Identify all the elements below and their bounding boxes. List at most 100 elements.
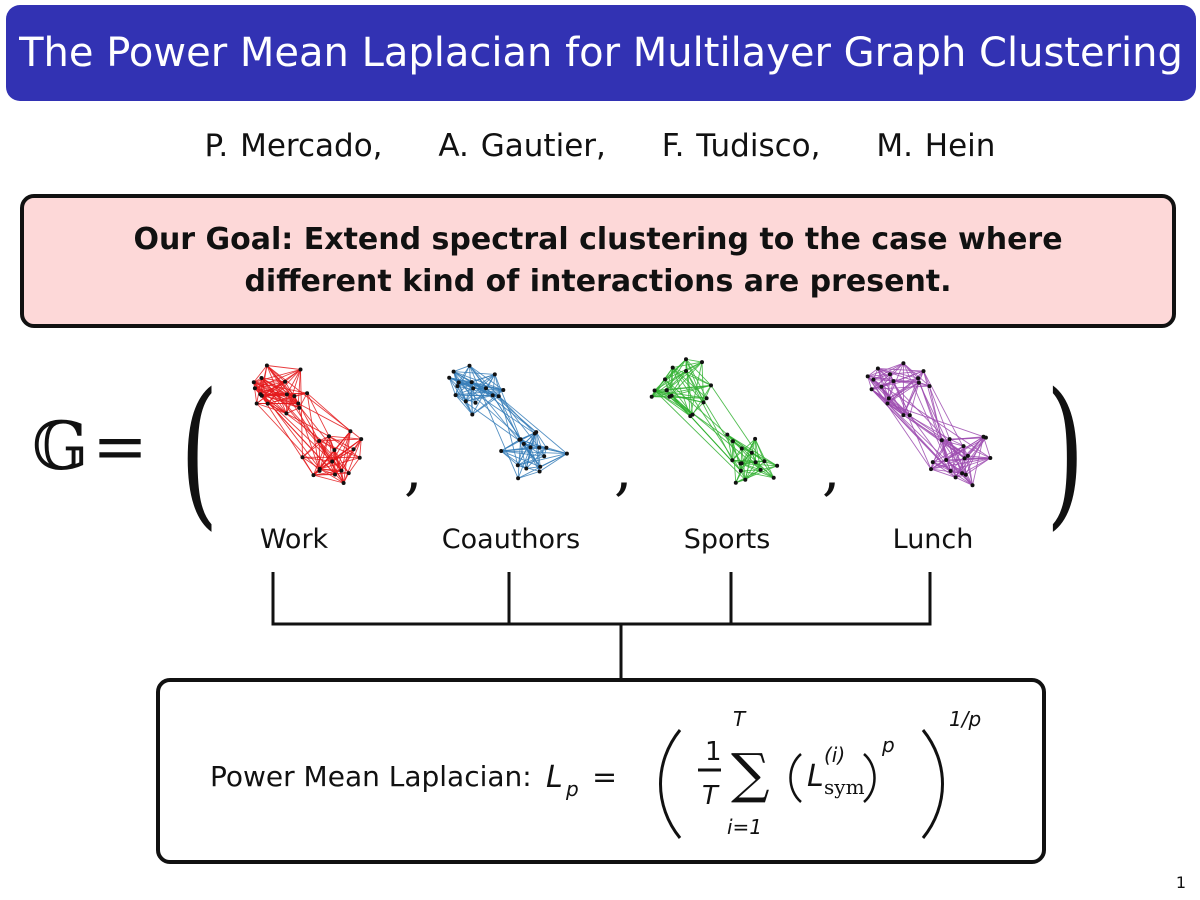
formula-lhs: L — [546, 760, 563, 795]
graph-node — [492, 372, 497, 377]
graph-edge — [918, 382, 963, 474]
graph-node — [886, 396, 891, 401]
graph-nodes — [447, 363, 569, 481]
formula-equals: = — [592, 760, 617, 795]
graph-node — [341, 481, 346, 485]
graph-node — [259, 376, 264, 380]
graph-node — [901, 413, 906, 418]
graph-edge — [740, 463, 746, 480]
graph-node — [865, 374, 870, 379]
graph-node — [348, 429, 353, 434]
graph-node — [921, 369, 926, 374]
goal-line-2: different kind of interactions are prese… — [244, 264, 952, 299]
graph-node — [652, 388, 657, 393]
graph-node — [733, 480, 738, 485]
graph-edge — [535, 432, 541, 467]
graph-edge — [472, 374, 496, 389]
graph-node — [330, 459, 335, 464]
graph-node — [456, 380, 461, 385]
graph-edge — [306, 393, 321, 471]
graph-node — [258, 392, 263, 397]
graph-edge — [664, 358, 687, 380]
layer-separator-3: , — [822, 435, 841, 503]
graph-node — [948, 469, 953, 473]
graph-edge — [666, 359, 687, 391]
graph-edge — [343, 431, 351, 484]
graph-node — [515, 463, 520, 468]
graph-node — [327, 434, 331, 439]
graph-node — [981, 434, 986, 439]
graph-edge — [334, 431, 351, 475]
graph-node — [339, 468, 344, 473]
graph-edge — [341, 438, 362, 471]
graph-edge — [889, 374, 932, 470]
graph-node — [916, 380, 921, 385]
graph-edges — [867, 362, 991, 486]
layer-graph-work — [251, 363, 364, 485]
graph-edge — [760, 465, 778, 471]
graph-node — [739, 446, 744, 451]
graph-node — [730, 458, 735, 463]
graph-node — [305, 391, 310, 396]
graph-node — [701, 400, 706, 405]
graph-node — [298, 367, 303, 372]
graph-edge — [535, 431, 545, 457]
graph-node — [496, 394, 501, 399]
graph-edge — [500, 439, 520, 452]
graph-node — [499, 449, 504, 453]
laplacian-subscript: sym — [824, 775, 865, 799]
graph-node — [317, 439, 322, 443]
graph-edge — [300, 369, 303, 458]
graph-node — [907, 413, 912, 418]
graph-edge — [967, 455, 973, 486]
graph-edge — [539, 453, 568, 472]
graph-edge — [965, 457, 991, 476]
graph-edge — [259, 365, 268, 395]
graph-node — [684, 357, 688, 362]
laplacian-superscript: (i) — [824, 743, 845, 767]
graph-edge — [664, 367, 674, 380]
graph-edge — [266, 365, 362, 440]
graph-edge — [949, 438, 991, 459]
graph-edge — [703, 385, 712, 403]
graph-edge — [666, 367, 674, 391]
graph-edge — [930, 457, 965, 470]
graph-edge — [963, 445, 973, 486]
graph-node — [700, 360, 704, 365]
graph-node — [473, 400, 478, 405]
graph-edge — [297, 369, 301, 404]
graph-edge — [654, 384, 712, 391]
graph-edge — [873, 373, 891, 381]
graph-edge — [517, 453, 568, 466]
graph-edge — [306, 392, 330, 437]
graph-edge — [319, 436, 330, 472]
graph-edge — [359, 439, 362, 458]
graph-node — [871, 377, 876, 382]
graph-edge — [669, 396, 707, 399]
graph-edge — [930, 436, 984, 470]
graph-edge — [453, 365, 470, 373]
graph-node — [901, 361, 906, 366]
graph-node — [965, 453, 970, 458]
graph-edge — [469, 365, 519, 479]
graph-edge — [285, 394, 288, 414]
graph-edge — [941, 439, 964, 447]
graph-edge — [654, 390, 746, 481]
graph-node — [670, 365, 675, 370]
graph-node — [359, 437, 364, 442]
graph-edge — [313, 472, 349, 476]
graph-edge — [967, 436, 984, 457]
graph-edge — [744, 452, 753, 480]
graph-nodes — [649, 357, 780, 485]
graph-edge — [286, 394, 344, 484]
close-paren: ) — [1045, 358, 1085, 545]
graph-edge — [877, 368, 924, 372]
graph-edge — [672, 361, 703, 369]
goal-box: Our Goal: Extend spectral clustering to … — [20, 194, 1176, 328]
graph-edge — [881, 377, 919, 388]
graph-edge — [893, 380, 919, 384]
graph-edge — [465, 388, 474, 402]
graph-node — [663, 377, 667, 382]
graph-node — [939, 438, 944, 443]
graph-edge — [740, 463, 774, 479]
